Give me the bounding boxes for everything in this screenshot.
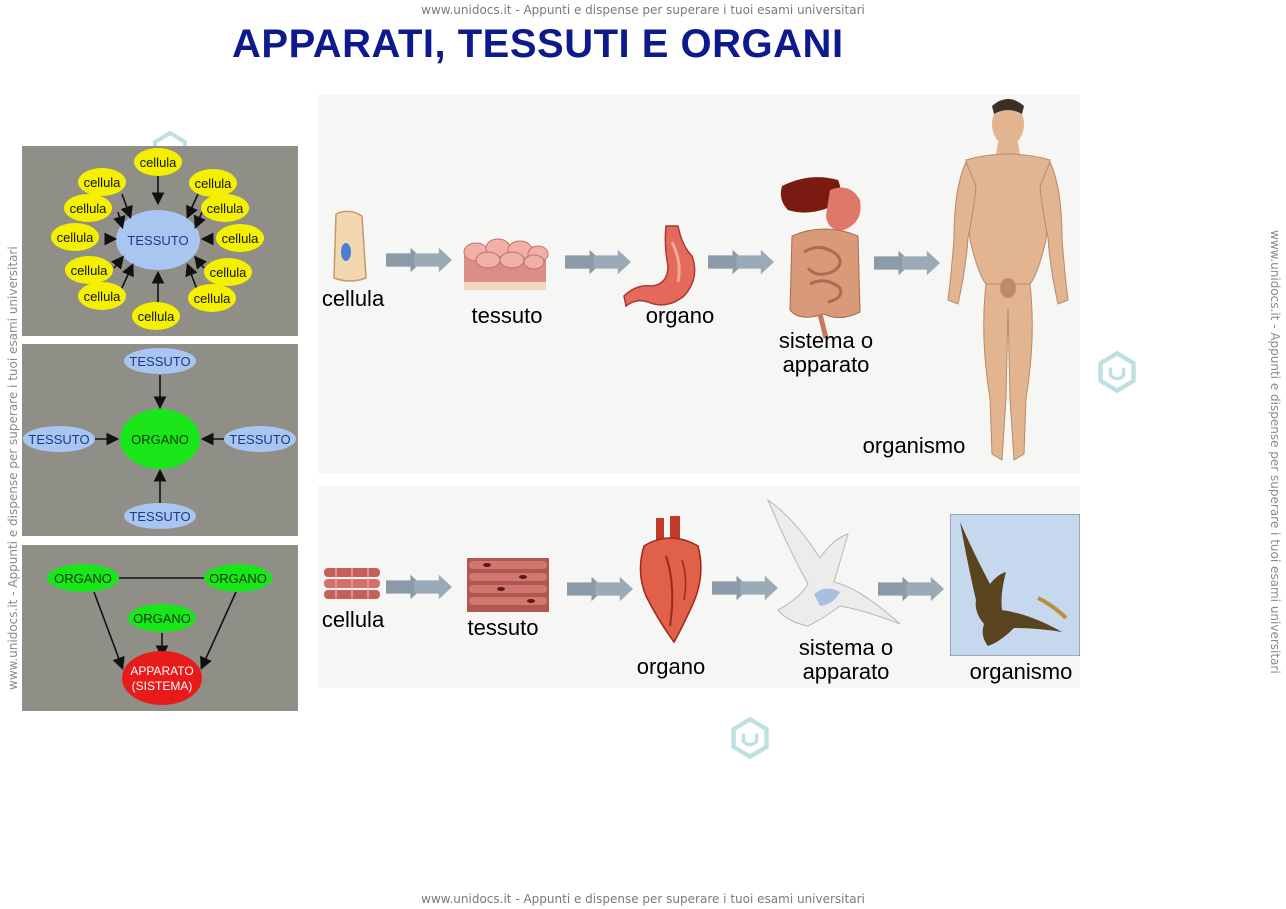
tessuto-node (23, 426, 95, 452)
cell-node (216, 224, 264, 252)
epithelial-cell-image (333, 210, 367, 282)
apparato-label: APPARATO (130, 664, 193, 678)
cell-label: cellula (194, 291, 232, 306)
unidocs-logo-icon (1098, 350, 1136, 394)
tessuto-node (124, 348, 196, 374)
cell-node (204, 258, 252, 286)
arrow-icon (567, 576, 633, 602)
cell-node (188, 284, 236, 312)
organs-diagram: ORGANO ORGANO ORGANO APPARATO (SISTEMA) (47, 564, 272, 705)
organo-label: ORGANO (54, 571, 112, 586)
label-sistema: sistema o (778, 328, 874, 353)
tessuto-label: TESSUTO (229, 432, 290, 447)
cell-label: cellula (84, 175, 122, 190)
watermark-bottom: www.unidocs.it - Appunti e dispense per … (421, 892, 865, 906)
muscle-tissue-image (467, 558, 549, 612)
panel-organs-to-system: ORGANO ORGANO ORGANO APPARATO (SISTEMA) (22, 545, 298, 711)
cell-node (78, 168, 126, 196)
human-body-image (947, 99, 1069, 461)
arrow-icon (386, 247, 452, 273)
apparato-node (122, 651, 202, 705)
organo-node (47, 564, 119, 592)
cell-node (132, 302, 180, 330)
watermark-right: www.unidocs.it - Appunti e dispense per … (1268, 230, 1282, 674)
tissues-diagram: TESSUTO TESSUTO TESSUTO TESSUTO ORGANO (23, 348, 296, 529)
label-apparato: apparato (782, 352, 870, 377)
digestive-system-image (780, 177, 861, 339)
label-organo: organo (636, 654, 706, 679)
cells-diagram: cellula cellula cellula cellula cellula … (51, 148, 264, 330)
cell-node (64, 194, 112, 222)
bird-system-image (766, 498, 901, 627)
cell-label: cellula (57, 230, 95, 245)
organo-node (120, 409, 200, 469)
organo-label: ORGANO (133, 611, 191, 626)
panel-tissues-to-organ: TESSUTO TESSUTO TESSUTO TESSUTO ORGANO (22, 344, 298, 536)
cell-label: cellula (222, 231, 260, 246)
cell-label: cellula (71, 263, 109, 278)
cell-label: cellula (195, 176, 233, 191)
label-organismo: organismo (862, 433, 966, 458)
stomach-image (623, 225, 696, 308)
label-apparato: apparato (802, 659, 890, 684)
organo-node (128, 604, 196, 632)
organo-label: ORGANO (209, 571, 267, 586)
label-organo: organo (645, 303, 715, 328)
cell-node (51, 223, 99, 251)
panel-cells-to-tissue: cellula cellula cellula cellula cellula … (22, 146, 298, 336)
cell-node (134, 148, 182, 176)
tessuto-label: TESSUTO (28, 432, 89, 447)
cell-label: cellula (138, 309, 176, 324)
tessuto-node (116, 210, 200, 270)
tessuto-node (124, 503, 196, 529)
tissue-image (463, 238, 549, 290)
arrow-icon (386, 574, 452, 600)
cell-label: cellula (70, 201, 108, 216)
cell-node (78, 282, 126, 310)
label-organismo: organismo (969, 659, 1073, 684)
cell-node (65, 256, 113, 284)
label-tessuto: tessuto (467, 615, 539, 640)
pelican-photo (950, 514, 1080, 656)
unidocs-logo-icon (731, 716, 769, 760)
muscle-cell-image (324, 568, 380, 599)
tessuto-label: TESSUTO (127, 233, 188, 248)
heart-image (639, 516, 702, 644)
watermark-top: www.unidocs.it - Appunti e dispense per … (421, 3, 865, 17)
label-tessuto: tessuto (471, 303, 543, 328)
label-cellula: cellula (321, 607, 385, 632)
tessuto-node (224, 426, 296, 452)
organo-label: ORGANO (131, 432, 189, 447)
cell-label: cellula (140, 155, 178, 170)
tessuto-label: TESSUTO (129, 509, 190, 524)
arrow-icon (708, 249, 774, 275)
arrow-icon (874, 250, 940, 276)
cell-node (189, 169, 237, 197)
watermark-left: www.unidocs.it - Appunti e dispense per … (6, 246, 20, 690)
tessuto-label: TESSUTO (129, 354, 190, 369)
label-cellula: cellula (321, 286, 385, 311)
cell-label: cellula (84, 289, 122, 304)
sistema-label: (SISTEMA) (132, 679, 193, 693)
cell-label: cellula (210, 265, 248, 280)
arrow-icon (878, 576, 944, 602)
cell-label: cellula (207, 201, 245, 216)
organo-node (204, 564, 272, 592)
cell-node (201, 194, 249, 222)
page-title: APPARATI, TESSUTI E ORGANI (232, 22, 844, 66)
label-sistema: sistema o (798, 635, 894, 660)
